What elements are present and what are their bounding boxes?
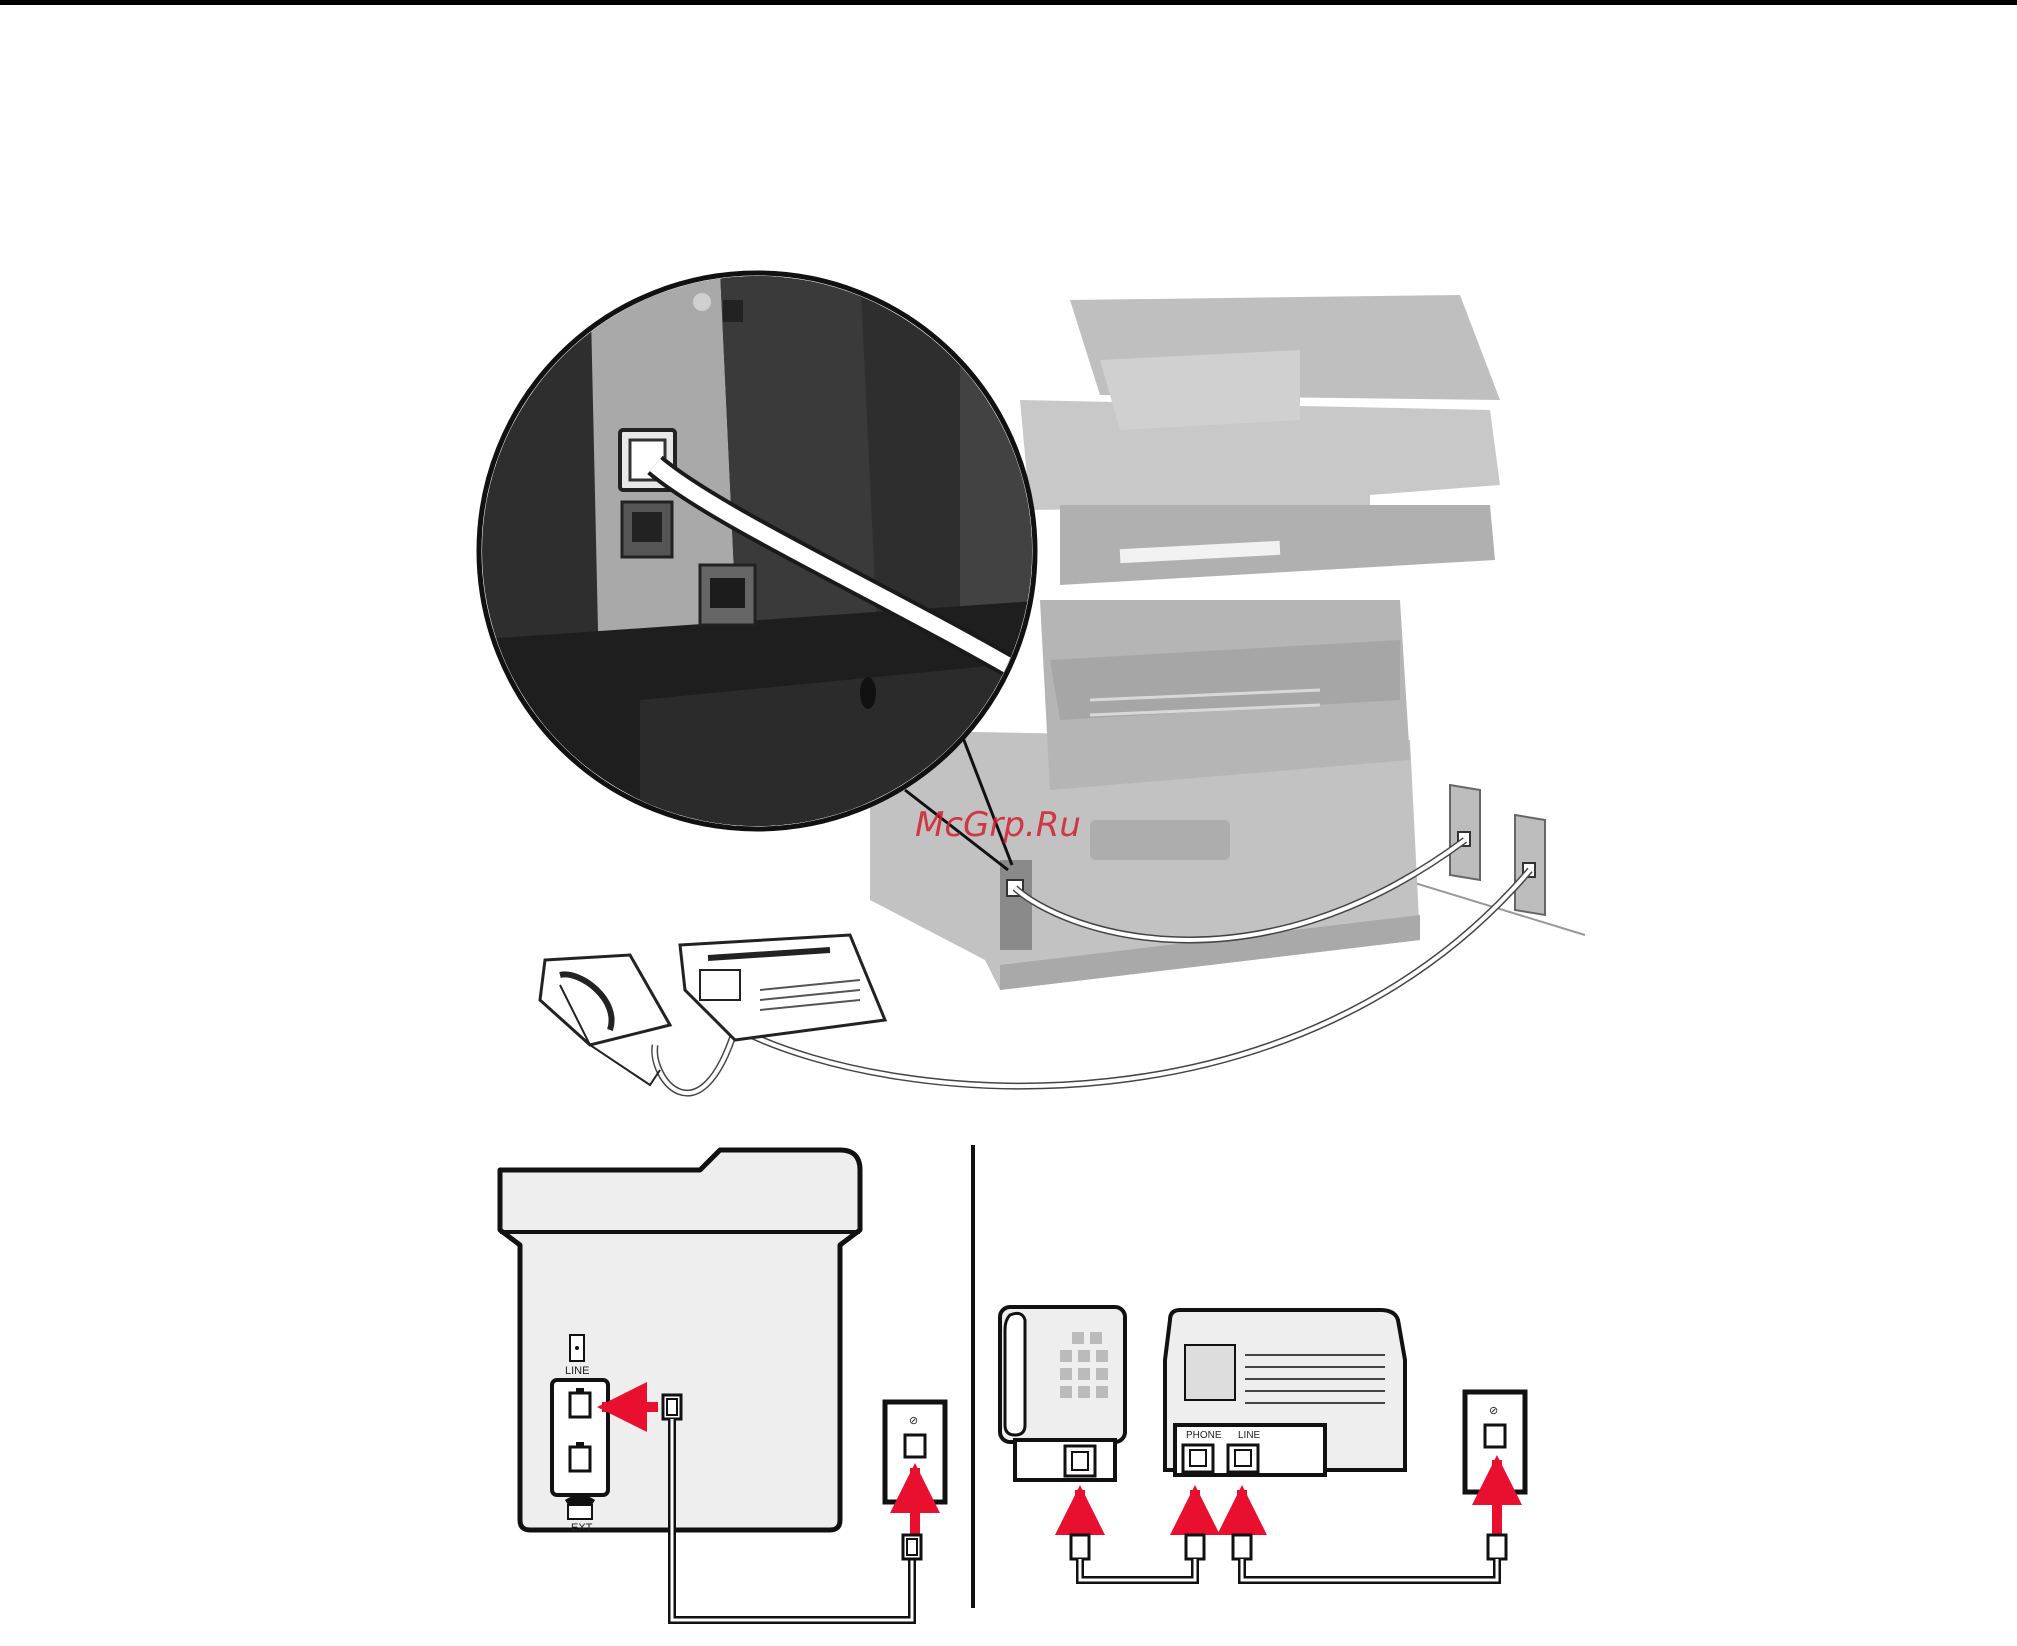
printer-line-port (570, 1393, 590, 1417)
machine-line-port-label: LINE (1238, 1430, 1261, 1441)
svg-text:⊘: ⊘ (909, 1415, 918, 1427)
schematic-phone-machine-wall: PHONE LINE ⊘ (1000, 1307, 1525, 1580)
svg-text:⊘: ⊘ (1489, 1405, 1498, 1417)
port-line-label: LINE (565, 1365, 589, 1377)
watermark-text: McGrp.Ru (915, 805, 1081, 845)
printer-ext-port (570, 1447, 590, 1471)
machine-phone-port-label: PHONE (1186, 1430, 1222, 1441)
telephone-ext-icon (565, 1495, 595, 1519)
port-ext-label: EXT (571, 1522, 593, 1534)
schematic-printer-to-wall: LINE EXT ⊘ (500, 1150, 945, 1620)
